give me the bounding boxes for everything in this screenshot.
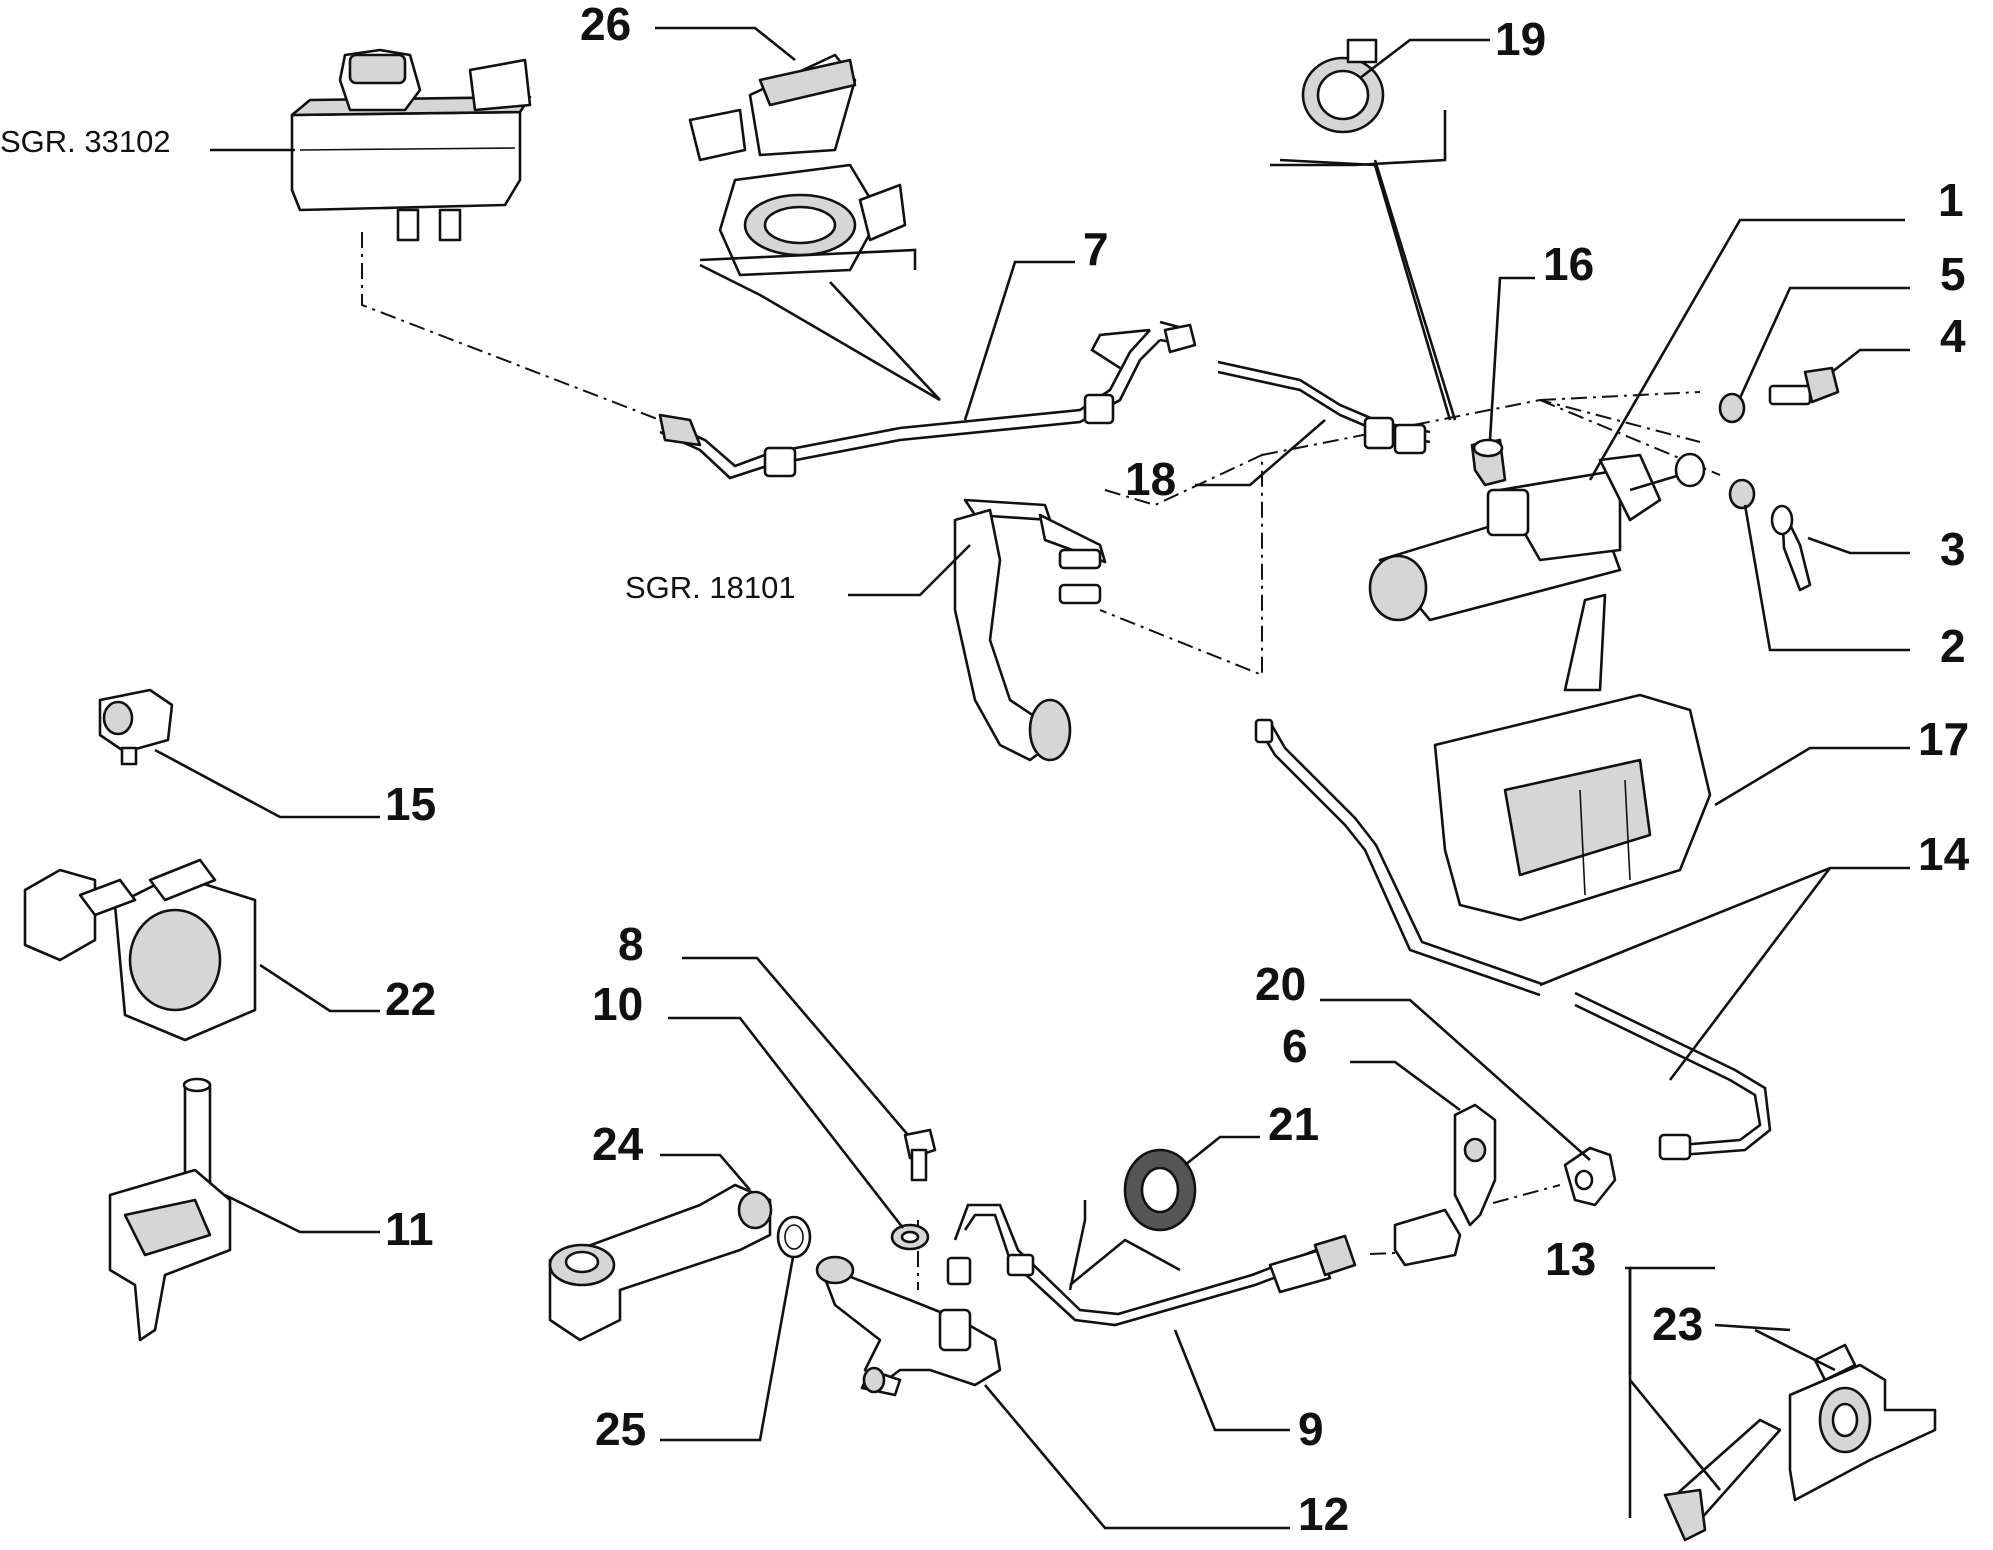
- leader-lines: [154, 26, 1910, 1530]
- part-1-clutch-master-cylinder: [1368, 452, 1706, 622]
- pedal-ref-label: SGR. 18101: [625, 570, 796, 605]
- callout-12: 12: [1298, 1488, 1349, 1540]
- part-8-bleed-screw: [903, 1128, 937, 1182]
- part-12-slave-cylinder: [815, 1255, 1002, 1397]
- part-10-seal-washer: [890, 1223, 930, 1251]
- part-13-bracket: [1663, 1418, 1782, 1542]
- callout-20: 20: [1255, 958, 1306, 1010]
- clutch-pedal: [953, 498, 1107, 762]
- part-23-clip: [1788, 1343, 1937, 1502]
- callout-9: 9: [1298, 1403, 1324, 1455]
- callout-1: 1: [1938, 174, 1964, 226]
- callout-5: 5: [1940, 248, 1966, 300]
- callout-13: 13: [1545, 1233, 1596, 1285]
- part-20-clip: [1563, 1146, 1617, 1207]
- part-4-bolt: [1768, 366, 1840, 406]
- part-7-fluid-hose: [658, 320, 1197, 480]
- callout-18: 18: [1125, 453, 1176, 505]
- part-11-bracket: [108, 1077, 232, 1342]
- callout-11: 11: [385, 1203, 434, 1255]
- callout-17: 17: [1918, 713, 1969, 765]
- callout-3: 3: [1940, 523, 1966, 575]
- callout-14: 14: [1918, 828, 1970, 880]
- part-22-double-clamp: [23, 858, 257, 1042]
- part-25-circlip: [776, 1215, 812, 1259]
- part-26-hose-clamp-bracket: [688, 53, 907, 277]
- fluid-reservoir: [290, 48, 532, 242]
- part-3-split-pin: [1770, 504, 1812, 592]
- part-21-grommet: [1123, 1148, 1197, 1232]
- part-15-pipe-clip: [98, 688, 174, 766]
- part-19-hose-clip: [1301, 38, 1385, 134]
- part-17-pedal-box-cover: [1433, 593, 1712, 922]
- part-24-release-fork: [548, 1183, 773, 1342]
- part-2-bush: [1728, 478, 1756, 510]
- callout-26: 26: [580, 0, 631, 50]
- callout-6: 6: [1282, 1020, 1308, 1072]
- callout-10: 10: [592, 978, 643, 1030]
- callout-22: 22: [385, 973, 436, 1025]
- callout-19: 19: [1495, 13, 1546, 65]
- part-16-elbow-fitting: [1470, 438, 1507, 487]
- callout-21: 21: [1268, 1098, 1319, 1150]
- callout-2: 2: [1940, 620, 1966, 672]
- callout-24: 24: [592, 1118, 644, 1170]
- part-18-hose: [1217, 360, 1431, 455]
- reservoir-ref-label: SGR. 33102: [0, 124, 171, 159]
- callout-23: 23: [1652, 1298, 1703, 1350]
- part-14-rigid-pipes: [1254, 718, 1772, 1161]
- callout-7: 7: [1083, 223, 1109, 275]
- part-9-pipe: [946, 1203, 1357, 1327]
- callout-25: 25: [595, 1403, 646, 1455]
- part-5-washer: [1718, 392, 1746, 424]
- callout-16: 16: [1543, 238, 1594, 290]
- callout-4: 4: [1940, 310, 1966, 362]
- part-6-pipe-bracket: [1393, 1103, 1497, 1267]
- callout-8: 8: [618, 918, 644, 970]
- callout-15: 15: [385, 778, 436, 830]
